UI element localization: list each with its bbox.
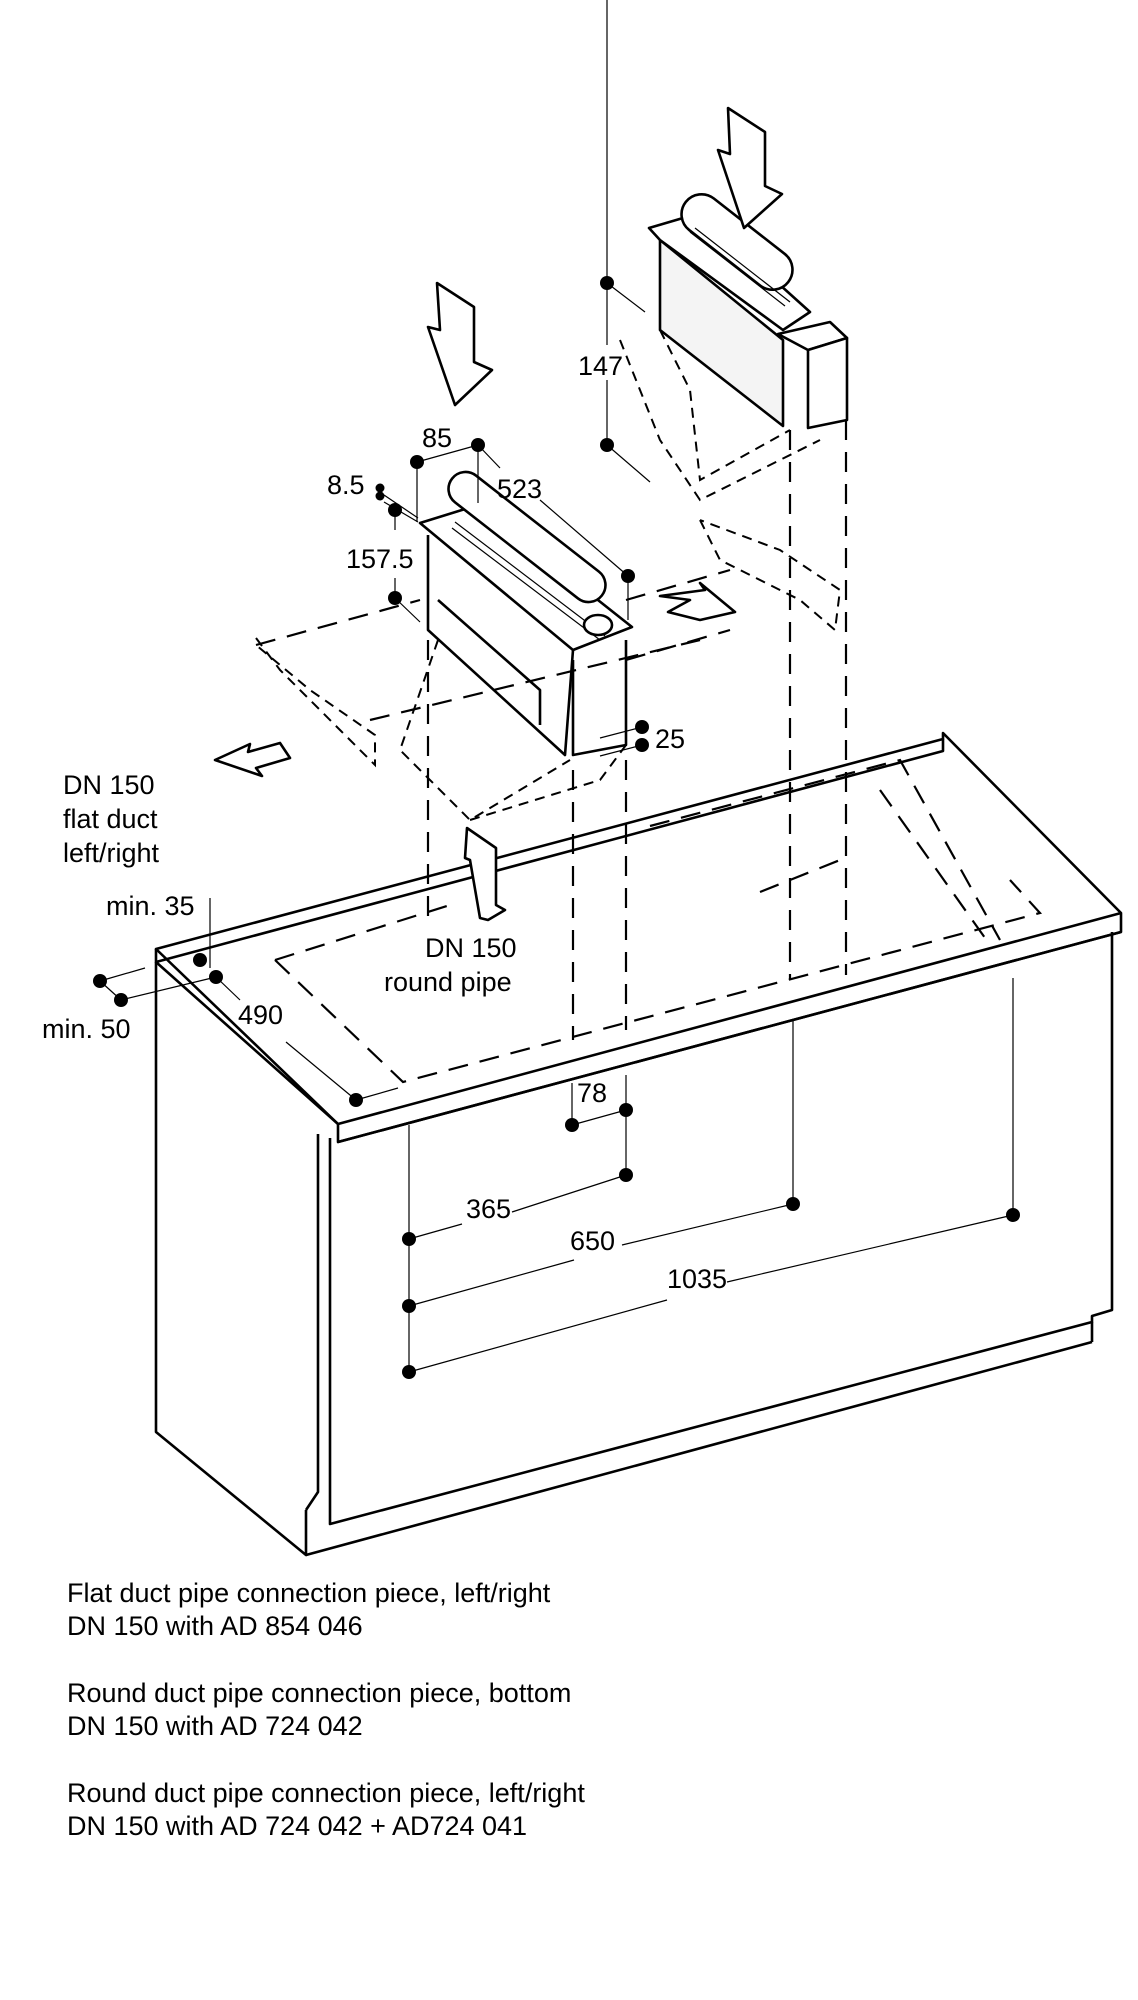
cabinet-left-side: [154, 962, 308, 1557]
dimension-lines: [93, 0, 1020, 1379]
round-pipe-label-2: round pipe: [384, 967, 512, 997]
dim-min35: min. 35: [106, 891, 195, 921]
dim-25: 25: [655, 724, 685, 754]
downdraft-unit-lowered: [398, 470, 634, 822]
note-title: Round duct pipe connection piece, bottom: [67, 1678, 572, 1708]
note-detail: DN 150 with AD 724 042 + AD724 041: [67, 1811, 528, 1841]
note-title: Flat duct pipe connection piece, left/ri…: [67, 1578, 551, 1608]
flat-duct-label-2: flat duct: [63, 804, 158, 834]
note-detail: DN 150 with AD 854 046: [67, 1611, 363, 1641]
dim-365: 365: [466, 1194, 511, 1224]
dim-78: 78: [577, 1078, 607, 1108]
dim-490: 490: [238, 1000, 283, 1030]
notes-list: Flat duct pipe connection piece, left/ri…: [67, 1577, 1067, 1877]
flat-duct-pieces: [255, 519, 842, 768]
downdraft-unit-raised: [619, 192, 849, 502]
dim-147: 147: [578, 351, 623, 381]
airflow-arrow-left-icon: [213, 741, 292, 778]
round-pipe-label-1: DN 150: [425, 933, 517, 963]
control-knob: [582, 613, 614, 637]
flat-duct-label-1: DN 150: [63, 770, 155, 800]
dim-650: 650: [570, 1226, 615, 1256]
note-round-left-right: Round duct pipe connection piece, left/r…: [67, 1777, 1067, 1843]
vent-grille: [680, 192, 794, 292]
base-cabinet: [154, 731, 1123, 1557]
cabinet-front: [304, 1134, 320, 1511]
installation-drawing: 85 523 8.5 157.5 147 25 min. 35 min. 50 …: [42, 0, 1123, 1557]
note-flat-duct: Flat duct pipe connection piece, left/ri…: [67, 1577, 1067, 1643]
dim-1035: 1035: [667, 1264, 727, 1294]
airflow-arrow-down-icon: [716, 106, 784, 230]
dim-min50: min. 50: [42, 1014, 131, 1044]
airflow-arrow-down-icon: [426, 281, 494, 407]
dim-157-5: 157.5: [346, 544, 414, 574]
worktop-surface: [154, 731, 1123, 1144]
note-round-bottom: Round duct pipe connection piece, bottom…: [67, 1677, 1067, 1743]
airflow-arrow-right-icon: [658, 581, 737, 622]
dim-523: 523: [497, 474, 542, 504]
flat-duct-label-3: left/right: [63, 838, 160, 868]
note-title: Round duct pipe connection piece, left/r…: [67, 1778, 585, 1808]
note-detail: DN 150 with AD 724 042: [67, 1711, 363, 1741]
airflow-arrow-bottom-icon: [463, 826, 507, 922]
vent-grille: [447, 470, 607, 604]
dim-8-5: 8.5: [327, 470, 365, 500]
worktop-upstand: [154, 739, 945, 964]
dim-85: 85: [422, 423, 452, 453]
cutout-outlines: [274, 758, 1043, 1084]
projection-lines: [426, 420, 848, 1040]
